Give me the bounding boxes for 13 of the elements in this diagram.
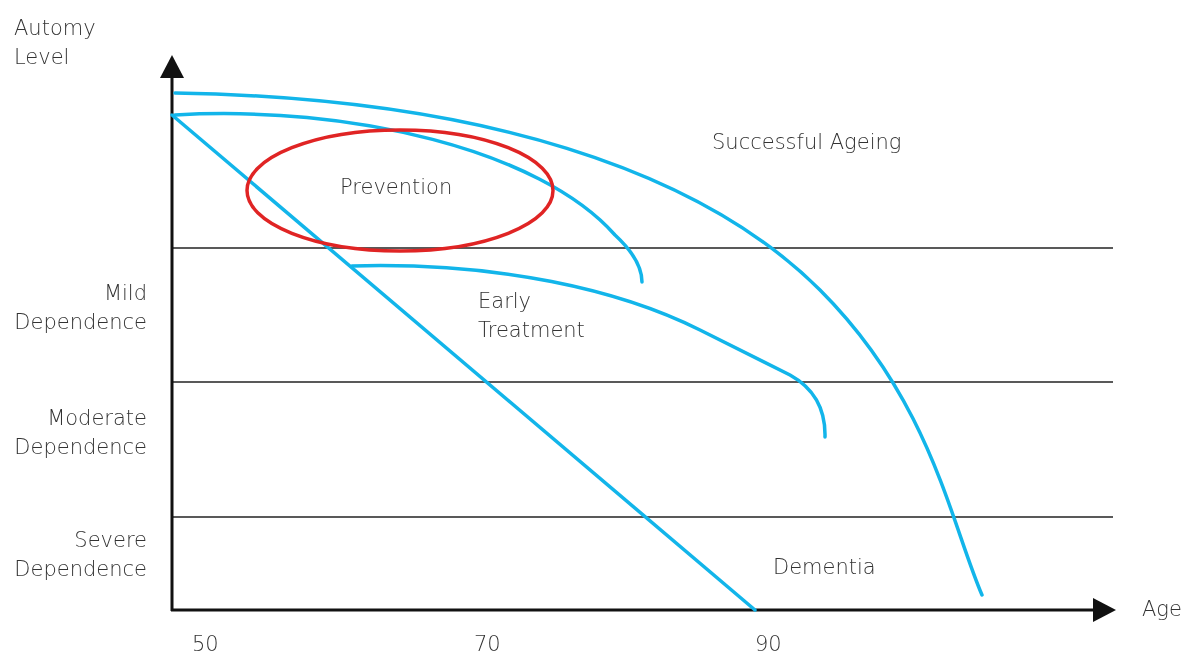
tick-label: 70 [474,631,502,655]
region-label: Prevention [340,174,453,201]
highlight-ellipse [245,128,555,253]
region-label: Early Treatment [478,288,586,344]
tick-label: 90 [755,631,783,655]
level-label: Moderate Dependence [13,405,147,461]
region-label: Successful Ageing [712,129,903,156]
region-label: Dementia [773,554,877,581]
level-label: Severe Dependence [13,527,147,583]
axis-title: Age [1142,596,1183,623]
tick-label: 50 [192,631,220,655]
level-label: Mild Dependence [13,280,147,336]
axis-title: Automy Level [14,15,97,71]
